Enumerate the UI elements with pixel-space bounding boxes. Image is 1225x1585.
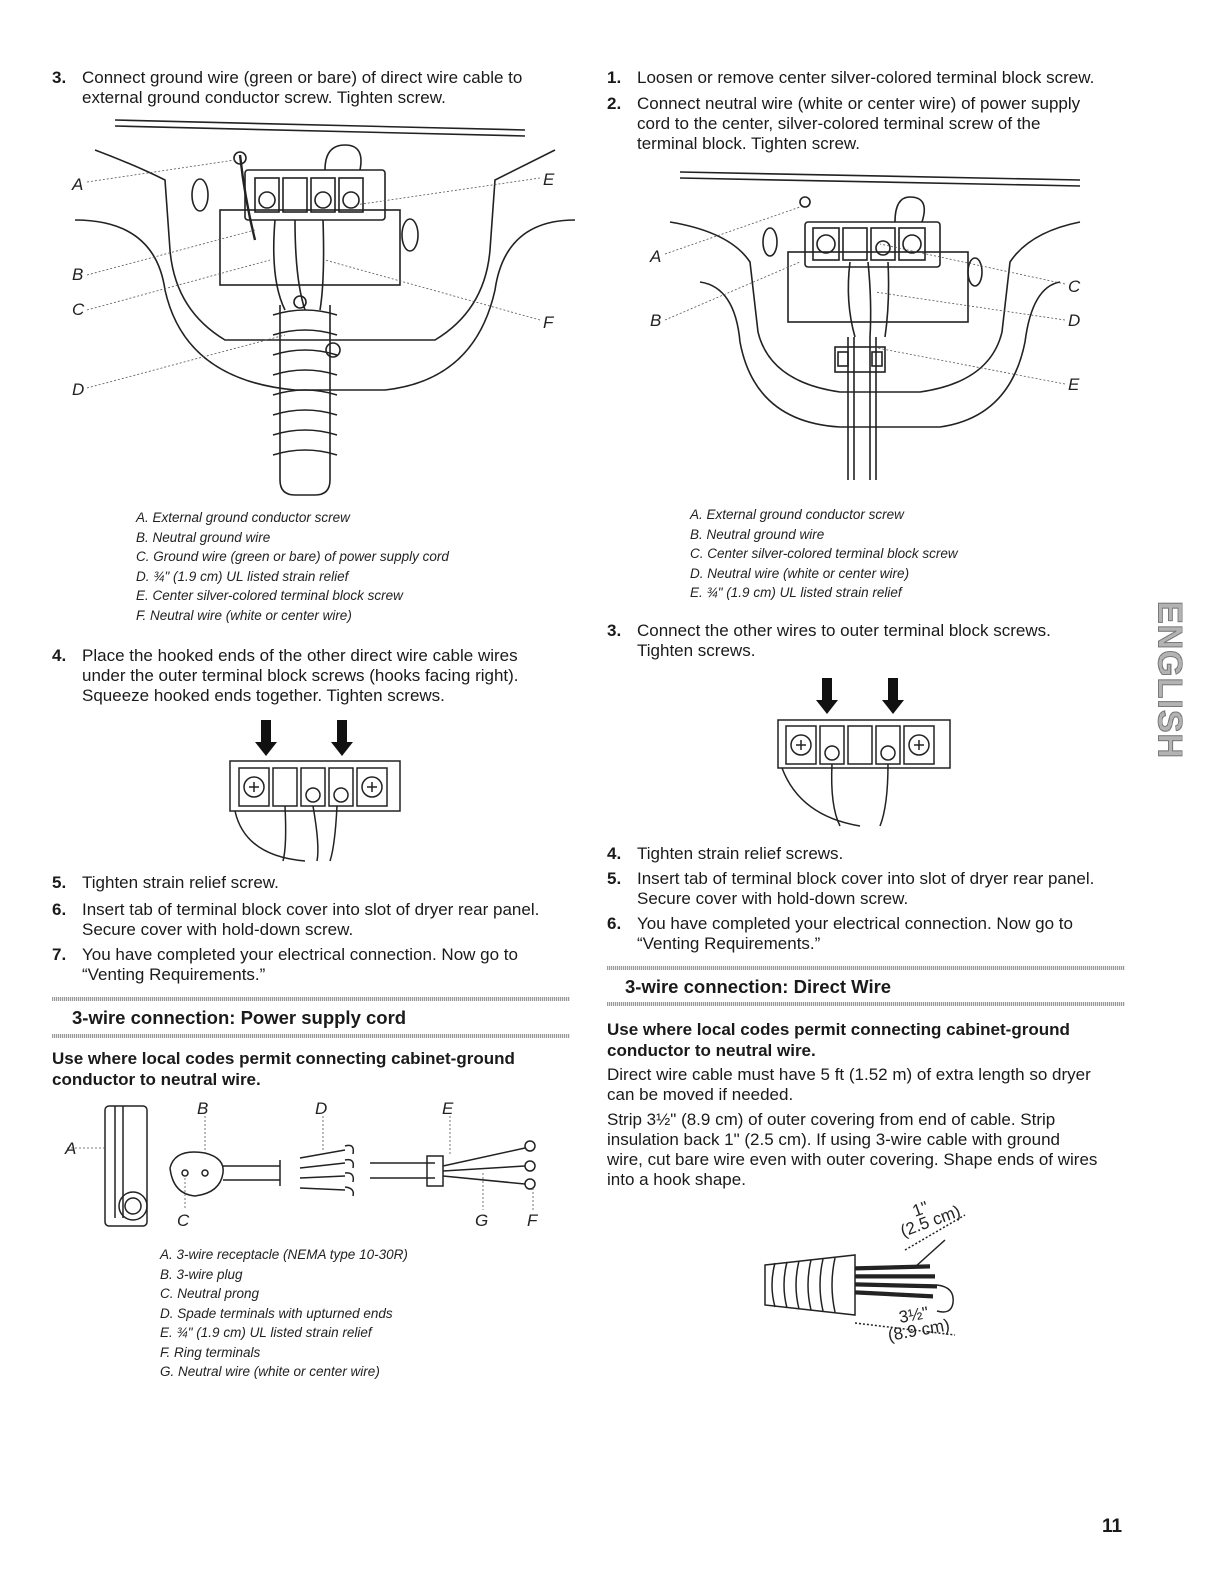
dim-3-5-inch: 3½" <box>897 1303 930 1327</box>
section-divider <box>52 997 570 1001</box>
callout-a: A <box>64 1139 76 1158</box>
legend-item: A. External ground conductor screw <box>690 507 904 522</box>
callout-c: C <box>1068 277 1081 296</box>
legend-item: G. Neutral wire (white or center wire) <box>160 1364 380 1379</box>
callout-f: F <box>527 1211 539 1230</box>
step-line: Place the hooked ends of the other direc… <box>82 646 518 665</box>
step-number: 3. <box>52 68 67 87</box>
callout-f: F <box>543 313 555 332</box>
step-number: 5. <box>52 873 67 892</box>
legend-item: C. Center silver-colored terminal block … <box>690 546 958 561</box>
page-number: 11 <box>1102 1516 1123 1537</box>
section-title-power-cord: 3-wire connection: Power supply cord <box>72 1007 407 1028</box>
callout-d: D <box>72 380 84 399</box>
outer-terminal-screws-diagram-right <box>777 678 951 827</box>
legend-item: C. Neutral prong <box>160 1286 260 1301</box>
callout-e: E <box>543 170 555 189</box>
callout-c: C <box>72 300 85 319</box>
step-line: Tighten strain relief screw. <box>82 873 279 892</box>
legend-item: E. ¾" (1.9 cm) UL listed strain relief <box>160 1325 372 1340</box>
step-line: You have completed your electrical conne… <box>82 945 518 964</box>
figure-1-legend: A. External ground conductor screw B. Ne… <box>136 508 449 625</box>
step-number: 7. <box>52 945 67 964</box>
step-line: Connect the other wires to outer termina… <box>637 621 1051 640</box>
step-line: Squeeze hooked ends together. Tighten sc… <box>82 686 445 705</box>
callout-c: C <box>177 1211 190 1230</box>
step-number: 3. <box>607 621 622 640</box>
step-line: Insert tab of terminal block cover into … <box>637 869 1095 888</box>
step-number: 6. <box>52 900 67 919</box>
step-number: 5. <box>607 869 622 888</box>
step-number: 4. <box>52 646 67 665</box>
intro-bold-right: Use where local codes permit connecting … <box>607 1020 1070 1060</box>
callout-b: B <box>650 311 661 330</box>
stripped-cable-diagram: 1" (2.5 cm) 3½" (8.9 cm) <box>764 1198 966 1345</box>
legend-item: D. Neutral wire (white or center wire) <box>690 565 910 581</box>
step-line: Tighten strain relief screws. <box>637 844 844 863</box>
dim-1-inch: 1" <box>910 1198 931 1221</box>
legend-item: A. External ground conductor screw <box>136 510 350 525</box>
step-line: Tighten screws. <box>637 641 756 660</box>
legend-item: B. 3-wire plug <box>160 1266 243 1282</box>
step-number: 1. <box>607 68 622 87</box>
callout-a: A <box>649 247 661 266</box>
legend-item: B. Neutral ground wire <box>136 529 271 545</box>
legend-item: D. Spade terminals with upturned ends <box>160 1305 393 1321</box>
legend-item: B. Neutral ground wire <box>690 526 825 542</box>
terminal-block-ground-diagram: A B C D E F <box>71 119 575 496</box>
step-number: 4. <box>607 844 622 863</box>
cable-length-paragraph: Direct wire cable must have 5 ft (1.52 m… <box>607 1065 1091 1104</box>
section-title-direct-wire: 3-wire connection: Direct Wire <box>625 976 892 997</box>
step-line: Insert tab of terminal block cover into … <box>82 900 540 919</box>
figure-3-legend: A. 3-wire receptacle (NEMA type 10-30R) … <box>160 1245 408 1382</box>
legend-item: A. 3-wire receptacle (NEMA type 10-30R) <box>160 1247 408 1262</box>
step-line: “Venting Requirements.” <box>637 934 821 953</box>
step-line: cord to the center, silver-colored termi… <box>637 114 1041 133</box>
step-line: Loosen or remove center silver-colored t… <box>637 68 1095 87</box>
step-line: Connect neutral wire (white or center wi… <box>637 94 1081 113</box>
callout-e: E <box>1068 375 1080 394</box>
section-divider <box>607 1002 1125 1006</box>
callout-a: A <box>71 175 83 194</box>
step-line: You have completed your electrical conne… <box>637 914 1073 933</box>
step-line: Secure cover with hold-down screw. <box>82 920 354 939</box>
callout-b: B <box>72 265 83 284</box>
figure-4-legend: A. External ground conductor screw B. Ne… <box>690 505 958 603</box>
outer-terminal-screws-diagram <box>229 720 401 862</box>
intro-bold-left: Use where local codes permit connecting … <box>52 1049 515 1089</box>
strip-instructions-paragraph: Strip 3½" (8.9 cm) of outer covering fro… <box>607 1110 1098 1189</box>
callout-g: G <box>475 1211 488 1230</box>
power-cord-components-diagram: A B D E C G F <box>64 1099 539 1230</box>
step-line: external ground conductor screw. Tighten… <box>82 88 446 107</box>
step-number: 6. <box>607 914 622 933</box>
step-number: 2. <box>607 94 622 113</box>
legend-item: C. Ground wire (green or bare) of power … <box>136 549 449 564</box>
neutral-wire-terminal-diagram: A B C D E <box>649 171 1081 480</box>
legend-item: F. Neutral wire (white or center wire) <box>136 607 352 623</box>
dim-8-9-cm: (8.9 cm) <box>886 1315 951 1345</box>
side-tab-label: ENGLISH <box>1150 600 1189 760</box>
callout-e: E <box>442 1099 454 1118</box>
callout-d: D <box>315 1099 327 1118</box>
legend-item: D. ¾" (1.9 cm) UL listed strain relief <box>136 568 349 584</box>
legend-item: E. ¾" (1.9 cm) UL listed strain relief <box>690 585 902 600</box>
section-divider <box>52 1034 570 1038</box>
step-line: Connect ground wire (green or bare) of d… <box>82 68 523 87</box>
legend-item: E. Center silver-colored terminal block … <box>136 588 403 603</box>
step-line: under the outer terminal block screws (h… <box>82 666 519 685</box>
section-divider <box>607 966 1125 970</box>
step-line: Secure cover with hold-down screw. <box>637 889 909 908</box>
step-line: terminal block. Tighten screw. <box>637 134 860 153</box>
step-line: “Venting Requirements.” <box>82 965 266 984</box>
callout-d: D <box>1068 311 1080 330</box>
callout-b: B <box>197 1099 208 1118</box>
legend-item: F. Ring terminals <box>160 1344 261 1360</box>
language-side-tab: ENGLISH <box>1150 580 1189 780</box>
